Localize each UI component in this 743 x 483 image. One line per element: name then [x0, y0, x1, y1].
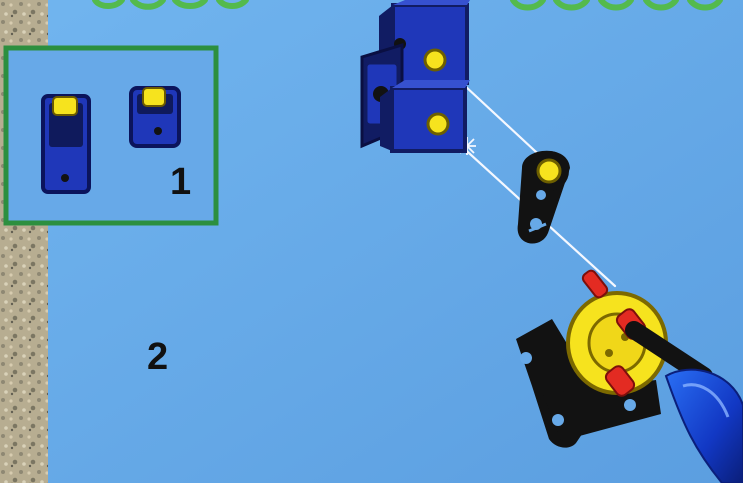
inset-left-block [43, 96, 89, 192]
inset-right-block [131, 88, 179, 146]
step-number-inset: 1 [170, 163, 191, 201]
step-number-main: 2 [147, 338, 168, 376]
front-cube [380, 80, 470, 151]
